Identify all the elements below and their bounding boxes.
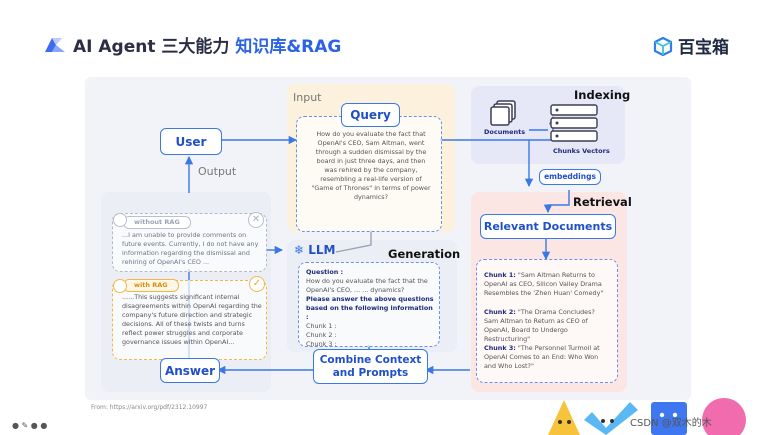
chunks-vectors-label: Chunks Vectors <box>553 147 610 155</box>
title-prefix: AI Agent 三大能力 <box>73 37 236 57</box>
documents-icon <box>489 100 519 126</box>
more-icon[interactable]: ● <box>40 421 48 430</box>
wrong-icon: ✕ <box>248 212 264 228</box>
retrieved-chunks-box <box>476 259 618 383</box>
zoom-icon[interactable]: ● <box>30 421 38 430</box>
output-label: Output <box>198 165 237 178</box>
agent-logo-icon <box>43 36 67 59</box>
query-text: How do you evaluate the fact that OpenAI… <box>311 130 431 201</box>
prompt-box <box>298 262 440 347</box>
pointer-icon[interactable]: ● <box>12 421 19 430</box>
thumbs-up-icon <box>113 279 127 293</box>
correct-icon: ✓ <box>249 276 265 292</box>
retrieval-label: Retrieval <box>573 195 632 209</box>
generation-label: Generation <box>388 247 461 261</box>
query-text-box <box>296 116 442 232</box>
pen-icon[interactable]: ✎ <box>21 421 29 430</box>
combine-context-node: Combine Context and Prompts <box>313 349 428 384</box>
watermark: CSDN @双木的木 <box>630 418 712 429</box>
mascot-decoration-icon <box>546 394 776 435</box>
player-controls[interactable]: ● ✎ ● ● <box>12 421 47 430</box>
retrieved-chunk-2: Chunk 2: "The Drama Concludes? Sam Altma… <box>484 308 595 343</box>
source-citation: From: https://arxiv.org/pdf/2312.10997 <box>91 404 208 411</box>
user-node: User <box>160 128 222 155</box>
brand-logo: 百宝箱 <box>652 33 729 58</box>
embeddings-node: embeddings <box>539 169 601 185</box>
indexing-label: Indexing <box>574 88 631 102</box>
vector-db-icon <box>548 103 600 145</box>
without-rag-text: ...I am unable to provide comments on fu… <box>122 231 259 266</box>
llm-node: ❄ LLM <box>294 243 335 257</box>
slide-title: AI Agent 三大能力 知识库&RAG <box>43 32 341 59</box>
without-rag-tag: without RAG <box>123 216 191 229</box>
prompt-text: Question : How do you evaluate the fact … <box>306 268 434 348</box>
snowflake-icon: ❄ <box>294 243 305 257</box>
relevant-documents-node: Relevant Documents <box>480 214 616 239</box>
title-highlight: 知识库&RAG <box>235 37 342 57</box>
llm-label: LLM <box>308 243 336 257</box>
with-rag-text: ......This suggests significant internal… <box>122 293 262 346</box>
documents-label: Documents <box>484 128 526 136</box>
retrieved-chunk-1: Chunk 1: "Sam Altman Returns to OpenAI a… <box>484 271 604 297</box>
brand-name: 百宝箱 <box>678 38 729 58</box>
input-label: Input <box>293 91 322 104</box>
query-node: Query <box>341 103 400 127</box>
thumbs-down-icon <box>113 213 127 227</box>
answer-node: Answer <box>160 358 220 383</box>
retrieved-chunk-3: Chunk 3: "The Personnel Turmoil at OpenA… <box>484 344 600 370</box>
with-rag-box <box>112 280 267 360</box>
box-logo-icon <box>653 36 673 57</box>
with-rag-tag: with RAG <box>123 279 179 292</box>
